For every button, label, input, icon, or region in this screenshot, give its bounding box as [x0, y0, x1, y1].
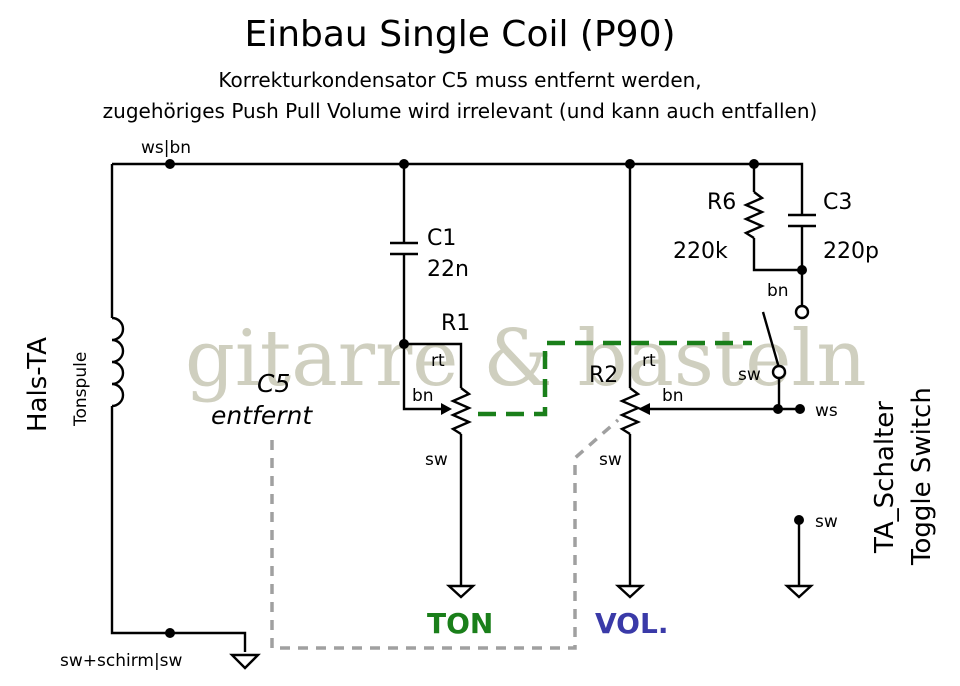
r2-pin-bn: bn	[662, 386, 684, 406]
r2-wiper-arrow	[638, 403, 650, 415]
r1-pin-bn: bn	[412, 386, 434, 406]
c3-value: 220p	[823, 239, 879, 264]
pickup-ground-wire	[110, 406, 247, 652]
r2-pin-rt: rt	[642, 351, 656, 371]
node-switch-ws	[795, 404, 805, 414]
switch-pin-sw-top: sw	[738, 365, 761, 385]
ton-label: TON	[427, 607, 493, 640]
diagram-title: Einbau Single Coil (P90)	[244, 14, 675, 55]
r1-pin-rt: rt	[431, 351, 445, 371]
switch-contact-bn	[794, 304, 810, 320]
node-r6-c3	[797, 265, 807, 275]
node-ground	[165, 628, 175, 638]
switch-pin-sw-bottom: sw	[815, 512, 838, 532]
ground-symbol-ton	[445, 584, 477, 599]
r2-resistor	[619, 387, 641, 436]
r6-resistor	[743, 191, 765, 240]
gray-dashed-c5-path	[270, 418, 620, 650]
switch-pin-ws: ws	[815, 401, 838, 421]
r1-pin-sw: sw	[425, 450, 448, 470]
r2-pin-sw: sw	[599, 450, 622, 470]
pickup-ground-label: sw+schirm|sw	[60, 651, 183, 671]
ground-symbol-pickup	[229, 653, 261, 670]
c1-capacitor	[390, 241, 418, 256]
r6-value: 220k	[673, 239, 728, 264]
ground-symbol-switch	[783, 584, 815, 599]
switch-lever	[761, 311, 781, 369]
r1-wiper-arrow	[441, 403, 452, 415]
r6-lower-wire	[752, 238, 802, 272]
coil-label: Tonspule	[71, 352, 91, 427]
switch-name-line2: Toggle Switch	[907, 387, 937, 566]
subtitle-line-2: zugehöriges Push Pull Volume wird irrele…	[103, 99, 818, 123]
switch-contact-sw	[771, 364, 787, 380]
switch-name-line1: TA_Schalter	[870, 401, 900, 554]
c1-value: 22n	[427, 257, 469, 282]
watermark: gitarre & basteln	[185, 314, 867, 404]
c5-label-line1: C5	[257, 369, 290, 398]
r1-rt-wire	[404, 342, 463, 388]
c3-upper-wire	[800, 162, 804, 215]
c3-name: C3	[823, 190, 852, 215]
pickup-coil	[111, 316, 125, 408]
r2-name: R2	[589, 363, 618, 388]
c3-capacitor	[788, 213, 816, 228]
switch-pin-bn: bn	[767, 281, 789, 301]
subtitle-line-1: Korrekturkondensator C5 muss entfernt we…	[218, 68, 701, 92]
r6-name: R6	[707, 190, 736, 215]
c1-name: C1	[427, 226, 456, 251]
node-hot	[165, 159, 175, 169]
r1-name: R1	[441, 311, 470, 336]
r1-resistor	[450, 387, 472, 436]
green-dashed-wire	[478, 340, 752, 417]
vol-label: VOL.	[595, 607, 668, 640]
pickup-hot-label: ws|bn	[141, 138, 191, 158]
c1-lower-wire	[402, 254, 441, 411]
pickup-name: Hals-TA	[23, 337, 53, 432]
c5-label-line2: entfernt	[211, 401, 313, 430]
ground-symbol-vol	[614, 584, 646, 599]
